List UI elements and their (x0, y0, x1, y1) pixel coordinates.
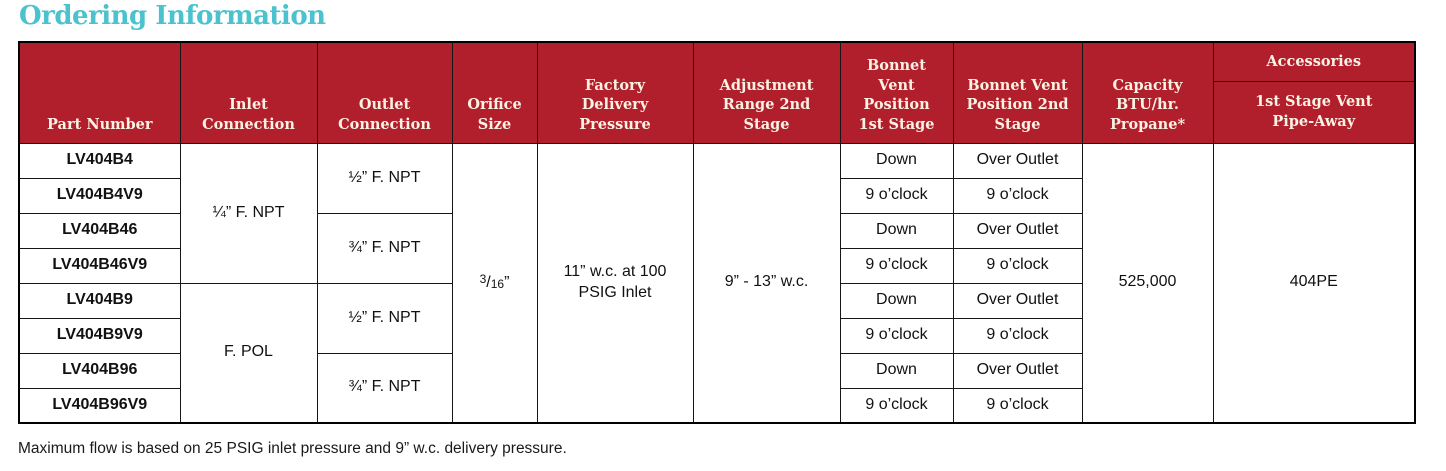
footnote: Maximum flow is based on 25 PSIG inlet p… (18, 440, 567, 457)
bonnet-vent-2nd-stage-cell: Over Outlet (952, 352, 1083, 389)
bonnet-vent-1st-stage-cell: Down (839, 142, 954, 179)
bonnet-vent-2nd-stage-cell: Over Outlet (952, 282, 1083, 319)
bonnet-vent-1st-stage-cell: Down (839, 212, 954, 249)
bonnet-vent-1st-stage-cell: 9 o’clock (839, 317, 954, 354)
bonnet-vent-1st-stage-cell: 9 o’clock (839, 247, 954, 284)
outlet-connection-cell: ¾” F. NPT (316, 212, 453, 284)
part-number-cell: LV404B96V9 (18, 387, 181, 424)
header-orifice-size: Orifice Size (451, 41, 538, 144)
bonnet-vent-1st-stage-cell: 9 o’clock (839, 177, 954, 214)
outlet-connection-cell: ½” F. NPT (316, 142, 453, 214)
bonnet-vent-2nd-stage-cell: 9 o’clock (952, 177, 1083, 214)
table-row: LV404B96 ¾” F. NPT Down Over Outlet (18, 352, 1415, 424)
orifice-slash: / (486, 273, 491, 291)
table-row: LV404B4 ¼” F. NPT ½” F. NPT 3/16” 11” w.… (18, 142, 1416, 424)
header-bonnet-vent-position-1st-stage: Bonnet Vent Position 1st Stage (839, 41, 954, 144)
header-capacity-btu: Capacity BTU/hr. Propane* (1081, 41, 1214, 144)
bonnet-vent-2nd-stage-cell: Over Outlet (952, 142, 1083, 179)
orifice-numerator: 3 (479, 271, 487, 286)
inlet-connection-cell: F. POL (179, 282, 318, 424)
outlet-connection-cell: ½” F. NPT (316, 282, 453, 354)
inlet-connection-cell: ¼” F. NPT (179, 142, 318, 284)
outlet-connection-cell: ¾” F. NPT (316, 352, 453, 424)
header-inlet-connection: Inlet Connection (179, 41, 318, 144)
header-adjustment-range-2nd-stage: Adjustment Range 2nd Stage (692, 41, 841, 144)
table-row: LV404B96V9 9 o’clock 9 o’clock (18, 387, 1415, 424)
table-row: LV404B9 F. POL ½” F. NPT Down Over Outle… (18, 282, 1415, 424)
accessories-cell: 404PE (1212, 142, 1416, 424)
orifice-quote: ” (504, 273, 510, 291)
part-number-cell: LV404B4 (18, 142, 181, 179)
bonnet-vent-2nd-stage-cell: Over Outlet (952, 212, 1083, 249)
header-bonnet-vent-position-2nd-stage: Bonnet Vent Position 2nd Stage (952, 41, 1083, 144)
header-factory-delivery-pressure: Factory Delivery Pressure (536, 41, 694, 144)
bonnet-vent-2nd-stage-cell: 9 o’clock (952, 387, 1083, 424)
adjustment-range-cell: 9” - 13” w.c. (692, 142, 841, 424)
ordering-information-table: Part Number Inlet Connection Outlet Conn… (18, 41, 1416, 424)
header-accessories: Accessories (1212, 41, 1416, 82)
bonnet-vent-2nd-stage-cell: 9 o’clock (952, 247, 1083, 284)
part-number-cell: LV404B46 (18, 212, 181, 249)
orifice-size-cell: 3/16” (451, 142, 538, 424)
bonnet-vent-2nd-stage-cell: 9 o’clock (952, 317, 1083, 354)
part-number-cell: LV404B46V9 (18, 247, 181, 284)
header-outlet-connection: Outlet Connection (316, 41, 453, 144)
part-number-cell: LV404B9V9 (18, 317, 181, 354)
part-number-cell: LV404B96 (18, 352, 181, 389)
orifice-denominator: 16 (490, 276, 505, 291)
capacity-cell: 525,000 (1081, 142, 1214, 424)
header-1st-stage-vent-pipe-away: 1st Stage Vent Pipe-Away (1212, 80, 1416, 144)
page-title: Ordering Information (19, 1, 326, 31)
header-part-number: Part Number (18, 41, 181, 144)
factory-delivery-pressure-cell: 11” w.c. at 100 PSIG Inlet (536, 142, 694, 424)
part-number-cell: LV404B4V9 (18, 177, 181, 214)
bonnet-vent-1st-stage-cell: Down (839, 352, 954, 389)
table-row: LV404B46 ¾” F. NPT Down Over Outlet (18, 212, 1415, 284)
bonnet-vent-1st-stage-cell: Down (839, 282, 954, 319)
table-row: LV404B46V9 9 o’clock 9 o’clock (18, 247, 1415, 284)
bonnet-vent-1st-stage-cell: 9 o’clock (839, 387, 954, 424)
part-number-cell: LV404B9 (18, 282, 181, 319)
